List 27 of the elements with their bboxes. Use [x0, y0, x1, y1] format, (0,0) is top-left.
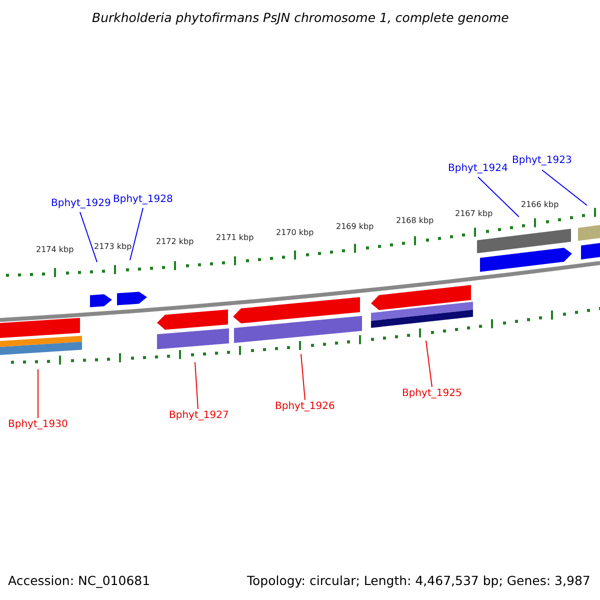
gene-name-label: Bphyt_1923 [512, 156, 572, 166]
scale-label: 2166 kbp [521, 201, 559, 209]
gene-name-label: Bphyt_1927 [169, 411, 229, 421]
gene-name-label: Bphyt_1926 [275, 402, 335, 412]
leader-line [478, 176, 520, 218]
scale-label: 2171 kbp [216, 234, 254, 242]
accession-text: Accession: NC_010681 [8, 575, 150, 588]
scale-label: 2173 kbp [94, 243, 132, 251]
gene-name-label: Bphyt_1928 [113, 195, 173, 205]
leader-line [194, 362, 198, 410]
leader-line [426, 340, 432, 388]
scale-label: 2174 kbp [36, 246, 74, 254]
scale-label: 2170 kbp [276, 229, 314, 237]
scale-label: 2169 kbp [336, 223, 374, 231]
gene-name-label: Bphyt_1925 [402, 389, 462, 399]
gene-name-label: Bphyt_1930 [8, 420, 68, 430]
scale-label: 2168 kbp [396, 217, 434, 225]
gene-name-label: Bphyt_1929 [51, 199, 111, 209]
leader-line [130, 208, 144, 261]
gene-name-label: Bphyt_1924 [448, 164, 508, 174]
genome-stats-text: Topology: circular; Length: 4,467,537 bp; Genes: 3,987 [247, 575, 590, 588]
scale-label: 2167 kbp [455, 210, 493, 218]
title: Burkholderia phytofirmans PsJN chromosome 1, complete genome [92, 12, 509, 24]
leader-line [542, 170, 588, 206]
scale-label: 2172 kbp [156, 238, 194, 246]
leader-line [80, 212, 98, 263]
leader-line [300, 353, 306, 400]
